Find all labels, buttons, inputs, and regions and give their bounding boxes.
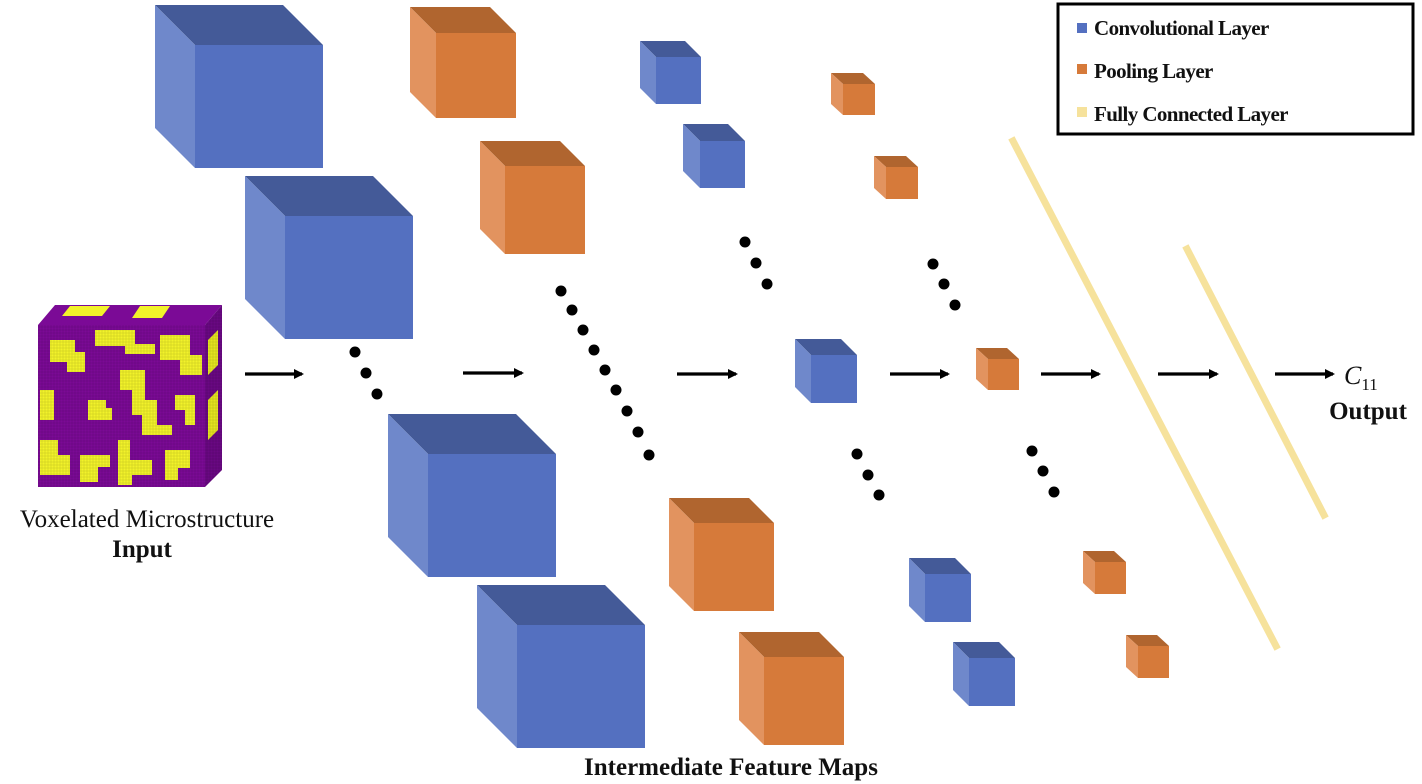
- pool-cube: [480, 141, 585, 254]
- conv-cube: [640, 41, 701, 104]
- pool-cube: [739, 632, 844, 745]
- pool-cube: [976, 348, 1019, 390]
- output-symbol: C11: [1344, 361, 1378, 394]
- pool-cube: [669, 498, 774, 611]
- pool-cube: [874, 156, 918, 199]
- ellipsis-dots: [1026, 445, 1060, 498]
- legend-label-convolutional: Convolutional Layer: [1094, 16, 1269, 40]
- fully-connected-layer: [1008, 136, 1281, 651]
- input-caption: Voxelated Microstructure: [20, 506, 274, 533]
- conv-cube: [683, 124, 745, 188]
- legend-box: [1056, 2, 1415, 136]
- pool-cube: [1126, 635, 1169, 678]
- legend: Convolutional Layer Pooling Layer Fully …: [1056, 2, 1415, 136]
- voxel-microstructure-cube: [38, 305, 222, 487]
- conv-cube: [477, 585, 645, 748]
- ellipsis-dots: [739, 236, 773, 290]
- ellipsis-dots: [555, 285, 655, 461]
- input-label: Input: [112, 536, 172, 563]
- feature-maps-label: Intermediate Feature Maps: [584, 754, 878, 781]
- conv-cube: [245, 176, 413, 339]
- ellipsis-dots: [851, 448, 885, 501]
- legend-label-pooling: Pooling Layer: [1094, 59, 1213, 83]
- output-symbol-subscript: 11: [1361, 375, 1377, 394]
- output-symbol-letter: C: [1344, 361, 1362, 390]
- conv-cube: [388, 414, 556, 577]
- conv-cube: [909, 558, 971, 622]
- fully-connected-layer: [1182, 244, 1329, 520]
- pool-cube: [1083, 551, 1126, 594]
- conv-cube: [795, 339, 857, 403]
- legend-swatch-pooling: [1077, 64, 1087, 74]
- legend-swatch-convolutional: [1077, 23, 1087, 33]
- ellipsis-dots: [349, 346, 383, 400]
- legend-label-fully-connected: Fully Connected Layer: [1094, 102, 1288, 126]
- output-label: Output: [1329, 398, 1407, 425]
- conv-cube: [953, 642, 1015, 706]
- conv-cube: [155, 5, 323, 168]
- ellipsis-dots: [927, 258, 961, 311]
- pool-cube: [831, 73, 875, 115]
- pool-cube: [410, 7, 516, 118]
- legend-swatch-fully-connected: [1077, 107, 1087, 117]
